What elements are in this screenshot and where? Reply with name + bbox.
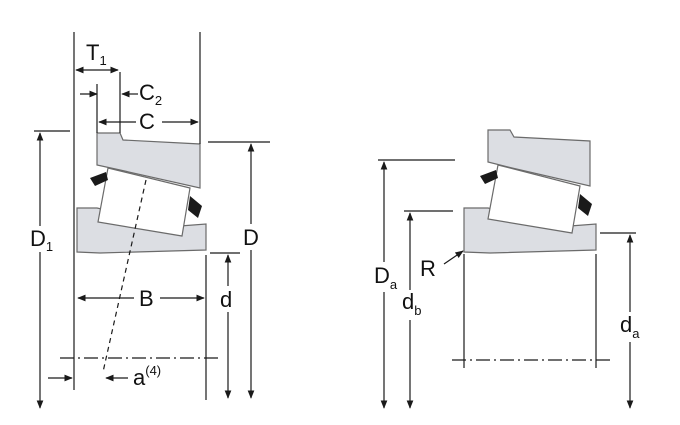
label-d: d	[220, 287, 232, 312]
label-B: B	[139, 286, 154, 311]
label-R: R	[420, 256, 436, 281]
right-cage-bottom	[578, 194, 592, 216]
pointer-R	[443, 250, 464, 265]
label-C: C	[139, 109, 155, 134]
label-a: a(4)	[133, 363, 161, 390]
left-pressure-line	[102, 179, 147, 373]
label-Da: Da	[374, 263, 398, 292]
label-db: db	[402, 289, 421, 318]
right-cup	[487, 129, 591, 187]
left-roller	[97, 167, 191, 237]
label-D: D	[243, 225, 259, 250]
left-bearing-view: T1 C2 C D1 D d B a(4)	[28, 32, 270, 409]
label-da: da	[620, 312, 640, 341]
right-cage-top	[480, 170, 498, 184]
right-roller	[487, 164, 581, 234]
label-D1: D1	[30, 226, 53, 254]
right-bearing-view: Da db R da	[372, 129, 648, 409]
left-cup	[96, 132, 201, 189]
label-C2: C2	[139, 80, 162, 108]
left-cage-bottom	[188, 196, 202, 218]
label-T1: T1	[86, 40, 107, 68]
left-cage-top	[90, 172, 108, 186]
